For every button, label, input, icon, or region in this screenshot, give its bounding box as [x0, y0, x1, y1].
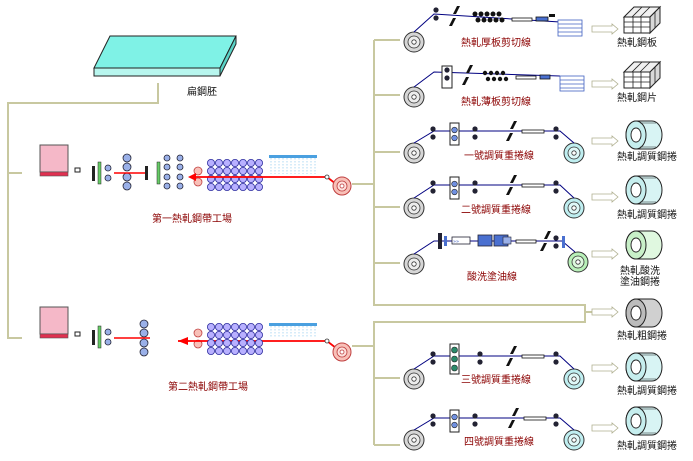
mill-roll: [254, 346, 263, 355]
mill-roll: [230, 182, 239, 191]
mill-roll: [238, 330, 247, 339]
finishing-mill-1: [206, 158, 263, 191]
mill-roll: [254, 182, 263, 191]
mill-roll: [254, 330, 263, 339]
hsm1-label: 第一熱軋鋼帶工場: [152, 214, 232, 225]
product-thin-sheet-label: 熱軋鋼片: [617, 93, 657, 104]
product-thick-plate-label: 熱軋鋼板: [617, 38, 657, 49]
mill-roll: [254, 158, 263, 167]
hot-strip-mill-1: [39, 144, 352, 196]
line-thick-plate-shear: [403, 6, 619, 53]
line-temper-2: [403, 175, 619, 219]
mill-roll: [206, 182, 215, 191]
mill-roll: [214, 322, 223, 331]
mill-roll: [214, 346, 223, 355]
mill-roll: [238, 322, 247, 331]
product-thick-plate-icon: [623, 6, 661, 34]
mill-roll: [222, 322, 231, 331]
product-temper-coil-3-icon: [625, 352, 663, 382]
mill-roll: [230, 338, 239, 347]
product-temper-coil-3-label: 熱軋調質鋼捲: [617, 386, 677, 397]
mill-roll: [230, 166, 239, 175]
mill-roll: [222, 158, 231, 167]
mill-roll: [222, 330, 231, 339]
mill-roll: [230, 158, 239, 167]
product-temper-coil-4-label: 熱軋調質鋼捲: [617, 441, 677, 452]
mill-roll: [230, 322, 239, 331]
line-black-coil: [591, 306, 619, 318]
product-pickled-coil-icon: [625, 230, 663, 260]
product-temper-coil-2-icon: [625, 175, 663, 205]
mill-roll: [238, 166, 247, 175]
product-black-coil-icon: [625, 298, 663, 328]
finishing-mill-2: [206, 322, 263, 355]
mill-roll: [214, 330, 223, 339]
mill-roll: [246, 338, 255, 347]
line-thin-shear-label: 熱軋薄板剪切線: [461, 97, 531, 108]
product-thin-sheet-icon: [623, 61, 661, 89]
product-temper-coil-4-icon: [625, 406, 663, 436]
cooling-spray: [270, 158, 316, 174]
line-pickling-oiling: »»: [403, 231, 619, 275]
mill-roll: [246, 330, 255, 339]
mill-roll: [206, 322, 215, 331]
product-pickled-label-1: 熱軋酸洗: [620, 266, 660, 277]
line-temper4-label: 四號調質重捲線: [464, 437, 534, 448]
product-temper-coil-2-label: 熱軋調質鋼捲: [617, 210, 677, 221]
svg-text:»»: »»: [453, 239, 459, 245]
mill-roll: [238, 338, 247, 347]
slab-illustration: [93, 35, 237, 77]
mill-roll: [246, 166, 255, 175]
product-temper-coil-1-icon: [625, 120, 663, 150]
mill-roll: [246, 182, 255, 191]
laminar-cooling-1: [269, 155, 317, 174]
mill-roll: [214, 338, 223, 347]
mill-roll: [222, 182, 231, 191]
mill-roll: [206, 346, 215, 355]
line-thin-sheet-shear: [403, 65, 619, 108]
mill-roll: [222, 166, 231, 175]
product-black-coil-label: 熱軋粗鋼捲: [617, 331, 667, 342]
mill-roll: [254, 166, 263, 175]
mill-roll: [206, 330, 215, 339]
mill-roll: [222, 346, 231, 355]
laminar-cooling-2: [269, 323, 317, 338]
mill-roll: [214, 158, 223, 167]
mill-roll: [254, 338, 263, 347]
mill-roll: [246, 322, 255, 331]
mill-roll: [238, 346, 247, 355]
mill-roll: [246, 346, 255, 355]
mill-roll: [246, 158, 255, 167]
mill-roll: [214, 166, 223, 175]
product-pickled-label-2: 塗油鋼捲: [620, 277, 660, 288]
hot-strip-mill-2: [39, 306, 352, 362]
product-temper-coil-1-label: 熱軋調質鋼捲: [617, 152, 677, 163]
mill-roll: [254, 322, 263, 331]
line-temper3-label: 三號調質重捲線: [461, 375, 531, 386]
mill-roll: [238, 158, 247, 167]
mill-roll: [206, 158, 215, 167]
mill-roll: [230, 346, 239, 355]
mill-roll: [238, 182, 247, 191]
line-temper-4: [403, 408, 619, 451]
mill-roll: [214, 182, 223, 191]
line-temper1-label: 一號調質重捲線: [464, 151, 534, 162]
mill-roll: [206, 166, 215, 175]
mill-roll: [230, 330, 239, 339]
cooling-spray: [270, 326, 316, 338]
line-temper-1: [403, 121, 619, 164]
mill-roll: [222, 338, 231, 347]
product-icons: [623, 6, 663, 436]
hsm2-label: 第二熱軋鋼帶工場: [168, 382, 248, 393]
line-pickle-label: 酸洗塗油線: [467, 272, 517, 283]
mill-roll: [206, 338, 215, 347]
line-temper-3: [403, 343, 619, 390]
slab-label: 扁鋼胚: [187, 87, 217, 98]
line-thick-shear-label: 熱軋厚板剪切線: [461, 38, 531, 49]
flow-connectors: [7, 39, 605, 446]
line-temper2-label: 二號調質重捲線: [461, 205, 531, 216]
